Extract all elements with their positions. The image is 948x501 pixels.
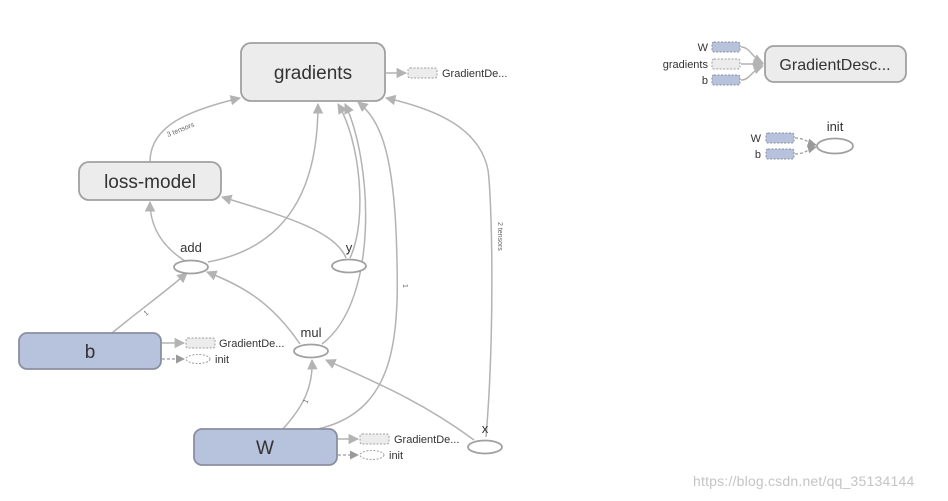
edge-init-W [794,137,817,148]
op-init[interactable]: init [816,119,854,155]
aux-W-gradientdescent[interactable]: GradientDe... [359,433,459,446]
edge-y-to-gradients [337,103,361,259]
edge-loss-to-gradients [149,95,242,163]
edge-b-to-add [111,272,188,334]
node-b-label: b [85,342,96,363]
op-init-label: init [827,119,844,134]
node-W-variable[interactable]: W [193,428,338,466]
node-gradients-label: gradients [274,63,352,84]
aux-b-init[interactable]: init [185,354,229,366]
aux-W-init[interactable]: init [359,450,403,462]
aux-W-gradientdescent-label: GradientDe... [394,434,459,446]
edge-label-W-to-gradients: 1 [401,284,408,288]
aux-gradients-gradientdescent-label: GradientDe... [442,68,507,80]
gd-input-b-label: b [702,75,708,87]
edge-add-to-gradients [207,102,324,263]
edge-gd-W [740,46,764,64]
node-gradients[interactable]: gradients [240,42,386,102]
edge-add-to-loss [144,200,186,262]
gd-input-W[interactable]: W [698,41,741,54]
edge-W-to-mul [281,358,318,431]
op-x-label: x [482,421,489,436]
edge-y-to-loss [220,194,347,259]
edge-label-x-to-gradients: 2 tensors [496,222,503,251]
edge-x-to-gradients [384,94,493,438]
node-gradientdescent-label: GradientDesc... [779,57,890,74]
op-y[interactable]: y [331,240,367,274]
edge-mul-to-gradients [321,103,367,345]
edge-label-W-to-mul: 1 [302,398,310,405]
gd-input-gradients[interactable]: gradients [663,58,741,71]
edge-x-to-mul [325,359,475,441]
init-input-W-label: W [751,133,762,145]
aux-b-gradientdescent[interactable]: GradientDe... [185,337,284,350]
aux-b-init-label: init [215,354,229,366]
op-mul[interactable]: mul [293,325,329,359]
node-loss-model[interactable]: loss-model [78,161,222,201]
op-mul-label: mul [301,325,322,340]
gd-input-W-label: W [698,42,709,54]
op-add-label: add [180,240,202,255]
node-gradientdescent[interactable]: GradientDesc... [764,45,907,83]
op-add[interactable]: add [173,240,209,275]
edge-mul-to-add [206,270,301,345]
op-y-label: y [346,240,353,255]
edge-gd-b [740,64,764,81]
init-input-b-label: b [755,149,761,161]
init-input-b[interactable]: b [755,148,795,161]
aux-b-gradientdescent-label: GradientDe... [219,338,284,350]
edge-W-to-gradients [317,101,399,430]
gd-input-b[interactable]: b [702,74,741,87]
aux-W-init-label: init [389,450,403,462]
edge-init-b [794,144,817,155]
aux-gradients-gradientdescent[interactable]: GradientDe... [407,67,507,80]
gd-input-gradients-label: gradients [663,59,709,71]
node-b-variable[interactable]: b [18,332,162,370]
node-W-label: W [256,438,274,459]
op-x[interactable]: x [467,421,503,455]
watermark: https://blog.csdn.net/qq_35134144 [693,473,915,489]
edge-label-b-to-add: 1 [143,310,151,318]
init-input-W[interactable]: W [751,132,795,145]
node-loss-model-label: loss-model [104,172,196,193]
